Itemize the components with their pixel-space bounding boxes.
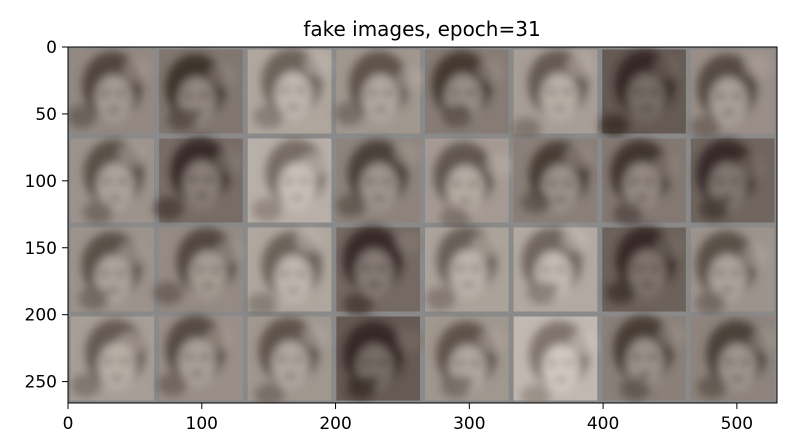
face-tile bbox=[68, 49, 155, 134]
face-tile bbox=[70, 316, 155, 401]
face-tile bbox=[690, 138, 775, 223]
face-tile bbox=[153, 137, 243, 223]
face-tile bbox=[425, 226, 509, 312]
face-tile bbox=[690, 227, 775, 315]
face-tile bbox=[690, 316, 777, 401]
x-tick-label: 500 bbox=[721, 414, 753, 434]
generated-image-grid bbox=[68, 47, 777, 403]
x-tick-label: 400 bbox=[587, 414, 619, 434]
face-tile bbox=[246, 227, 332, 317]
face-tile bbox=[247, 316, 332, 403]
face-tile bbox=[153, 227, 243, 312]
face-tile bbox=[70, 227, 155, 312]
face-tile bbox=[602, 138, 686, 226]
face-tile bbox=[336, 316, 424, 401]
face-tile bbox=[247, 48, 332, 134]
face-tile bbox=[159, 49, 243, 134]
x-tick-label: 100 bbox=[186, 414, 218, 434]
x-tick-label: 0 bbox=[63, 414, 74, 434]
y-tick-label: 50 bbox=[35, 105, 57, 125]
face-tile bbox=[513, 316, 598, 403]
face-tile bbox=[70, 138, 155, 225]
face-tile bbox=[602, 315, 686, 401]
face-tile bbox=[513, 227, 598, 312]
face-tile bbox=[602, 226, 686, 312]
y-tick-label: 150 bbox=[25, 239, 57, 259]
y-tick-label: 100 bbox=[25, 172, 57, 192]
face-tile bbox=[599, 49, 686, 138]
face-tile bbox=[690, 49, 775, 140]
y-axis: 0 50 100 150 200 250 bbox=[25, 38, 68, 393]
y-tick-label: 0 bbox=[46, 38, 57, 58]
face-tile bbox=[336, 138, 421, 223]
y-tick-label: 200 bbox=[25, 306, 57, 326]
face-tile bbox=[247, 138, 332, 223]
x-tick-label: 300 bbox=[453, 414, 485, 434]
tiles bbox=[68, 48, 777, 403]
face-tile bbox=[425, 49, 509, 134]
face-tile bbox=[425, 138, 513, 230]
face-tile bbox=[511, 49, 598, 141]
y-tick-label: 250 bbox=[25, 373, 57, 393]
x-axis: 0 100 200 300 400 500 bbox=[63, 403, 753, 434]
face-tile bbox=[334, 49, 424, 134]
face-tile bbox=[336, 225, 423, 317]
figure-title: fake images, epoch=31 bbox=[303, 17, 540, 41]
face-tile bbox=[513, 138, 598, 223]
face-tile bbox=[425, 316, 509, 401]
x-tick-label: 200 bbox=[319, 414, 351, 434]
plot-frame bbox=[67, 46, 778, 404]
face-tile bbox=[157, 315, 243, 401]
